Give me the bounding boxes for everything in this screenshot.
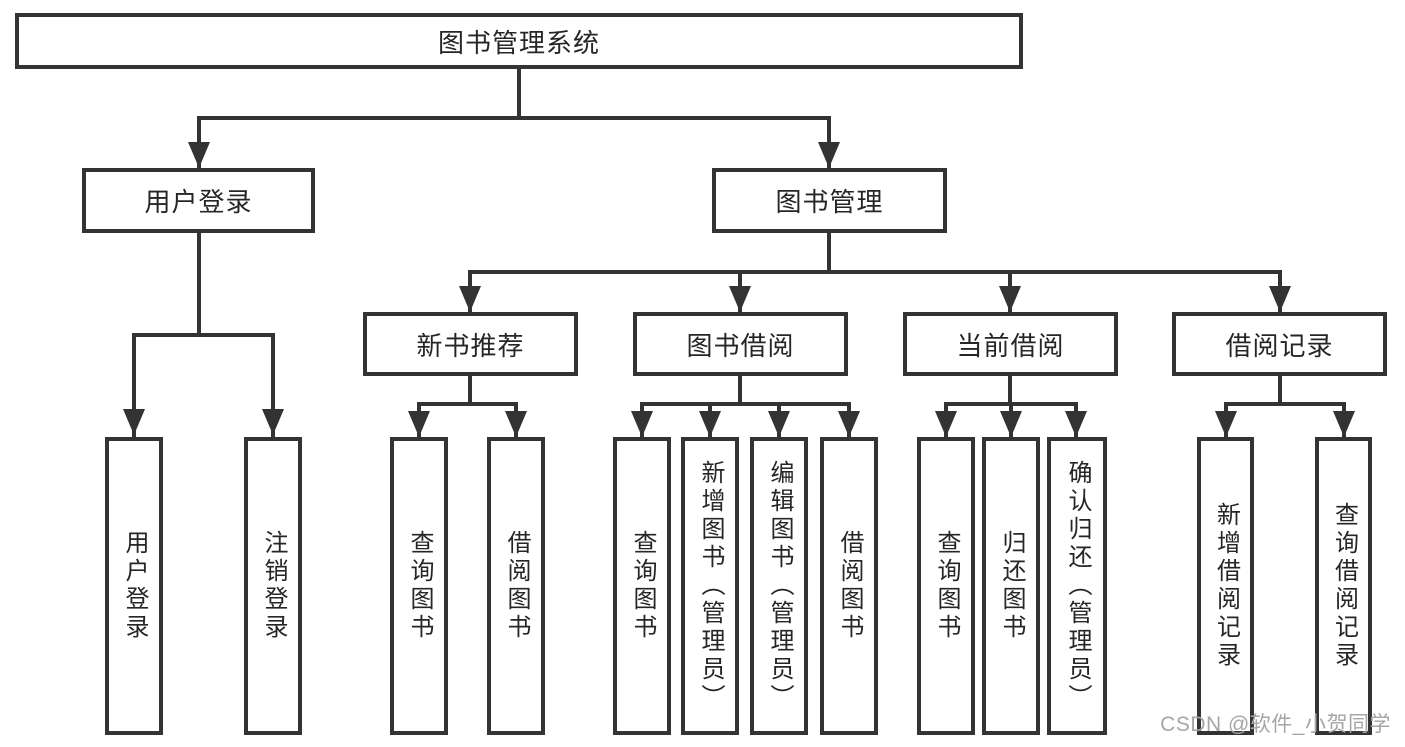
node-user-login: 用户登录	[82, 168, 315, 233]
leaf-query-books-current: 查询图书	[917, 437, 975, 735]
leaf-edit-book-admin: 编辑图书（管理员）	[750, 437, 808, 735]
leaf-confirm-return-admin: 确认归还（管理员）	[1047, 437, 1107, 735]
connector-line	[197, 116, 831, 120]
connector-line	[197, 233, 201, 337]
connector-line	[468, 270, 1282, 274]
connector-line	[640, 402, 851, 406]
node-borrowing-records: 借阅记录	[1172, 312, 1387, 376]
node-root-library-system: 图书管理系统	[15, 13, 1023, 69]
node-label: 新书推荐	[416, 330, 525, 361]
leaf-label: 编辑图书（管理员）	[766, 460, 793, 712]
leaf-label: 借阅图书	[503, 530, 530, 642]
leaf-label: 确认归还（管理员）	[1064, 460, 1091, 712]
node-new-book-recommend: 新书推荐	[363, 312, 578, 376]
leaf-label: 归还图书	[998, 530, 1025, 642]
connector-line	[271, 337, 275, 437]
leaf-query-books-borrowing: 查询图书	[613, 437, 671, 735]
leaf-borrow-books-borrowing: 借阅图书	[820, 437, 878, 735]
arrowhead-down-icon	[1269, 286, 1291, 312]
node-label: 当前借阅	[956, 330, 1065, 361]
leaf-label: 用户登录	[121, 530, 148, 642]
csdn-watermark: CSDN @软件_小贺同学	[1160, 713, 1391, 736]
leaf-label: 借阅图书	[836, 530, 863, 642]
leaf-label: 新增图书（管理员）	[697, 460, 724, 712]
leaf-borrow-books-recommend: 借阅图书	[487, 437, 545, 735]
node-current-borrowing: 当前借阅	[903, 312, 1118, 376]
node-label: 图书管理系统	[437, 27, 600, 58]
arrowhead-down-icon	[838, 411, 860, 437]
arrowhead-down-icon	[408, 411, 430, 437]
node-label: 图书借阅	[686, 330, 795, 361]
arrowhead-down-icon	[631, 411, 653, 437]
leaf-logout: 注销登录	[244, 437, 302, 735]
arrowhead-down-icon	[935, 411, 957, 437]
arrowhead-down-icon	[188, 142, 210, 168]
connector-line	[417, 402, 518, 406]
arrowhead-down-icon	[459, 286, 481, 312]
connector-line	[468, 376, 472, 406]
arrowhead-down-icon	[999, 286, 1021, 312]
arrowhead-down-icon	[262, 409, 284, 435]
leaf-query-borrow-record: 查询借阅记录	[1315, 437, 1372, 735]
arrowhead-down-icon	[123, 409, 145, 435]
connector-line	[944, 402, 1078, 406]
leaf-query-books-recommend: 查询图书	[390, 437, 448, 735]
leaf-return-book: 归还图书	[982, 437, 1040, 735]
leaf-label: 新增借阅记录	[1212, 502, 1240, 670]
arrowhead-down-icon	[1215, 411, 1237, 437]
leaf-label: 查询图书	[406, 530, 433, 642]
leaf-label: 查询借阅记录	[1330, 502, 1358, 670]
connector-line	[738, 376, 742, 406]
leaf-label: 注销登录	[260, 530, 287, 642]
node-label: 借阅记录	[1225, 330, 1334, 361]
node-book-management: 图书管理	[712, 168, 947, 233]
arrowhead-down-icon	[1065, 411, 1087, 437]
arrowhead-down-icon	[1333, 411, 1355, 437]
connector-line	[827, 233, 831, 274]
arrowhead-down-icon	[818, 142, 840, 168]
arrowhead-down-icon	[729, 286, 751, 312]
node-book-borrowing: 图书借阅	[633, 312, 848, 376]
leaf-label: 查询图书	[629, 530, 656, 642]
arrowhead-down-icon	[699, 411, 721, 437]
leaf-label: 查询图书	[933, 530, 960, 642]
arrowhead-down-icon	[768, 411, 790, 437]
connector-line	[1278, 376, 1282, 406]
arrowhead-down-icon	[505, 411, 527, 437]
arrowhead-down-icon	[1000, 411, 1022, 437]
connector-line	[132, 333, 275, 337]
node-label: 用户登录	[144, 187, 253, 217]
connector-line	[1008, 376, 1012, 406]
leaf-add-book-admin: 新增图书（管理员）	[681, 437, 739, 735]
connector-line	[1224, 402, 1346, 406]
connector-line	[517, 69, 521, 120]
node-label: 图书管理	[775, 187, 884, 217]
leaf-add-borrow-record: 新增借阅记录	[1197, 437, 1254, 735]
leaf-user-login: 用户登录	[105, 437, 163, 735]
connector-line	[132, 337, 136, 437]
